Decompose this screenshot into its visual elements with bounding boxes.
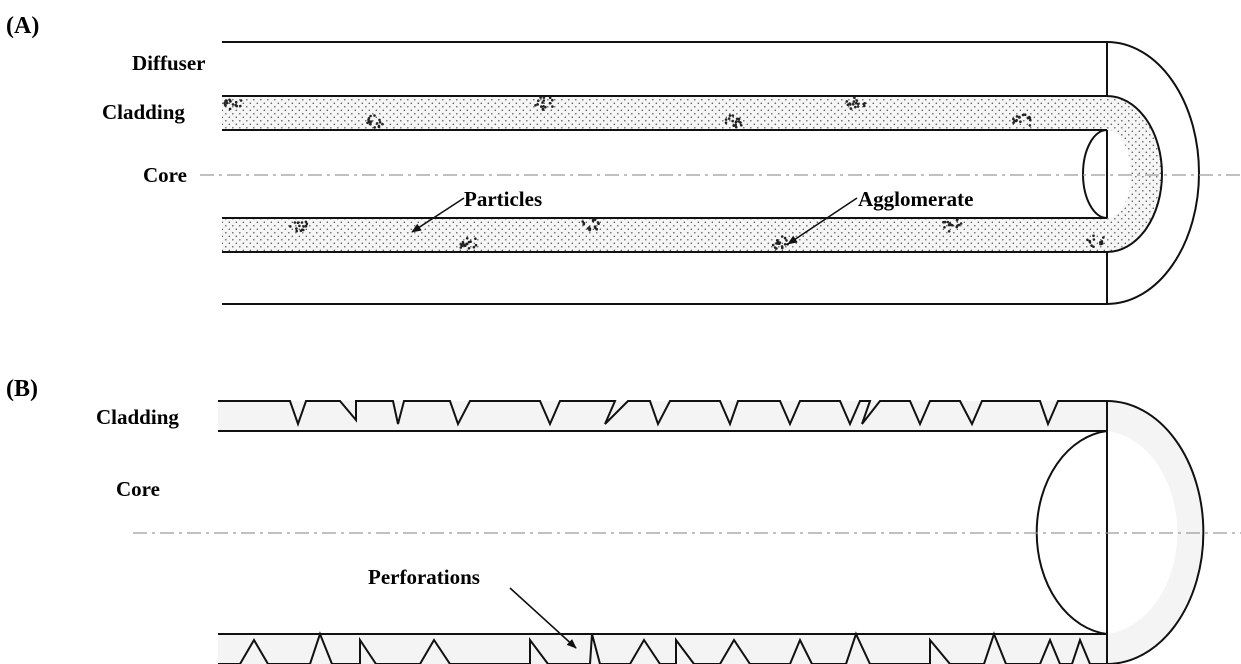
bottom-perforated-edge — [218, 631, 1107, 664]
perforations-arrow — [509, 587, 577, 649]
panel-a-cladding — [222, 95, 1163, 253]
panel-a-cladding-label: Cladding — [102, 100, 185, 124]
panel-a-agglomerates — [223, 96, 1105, 250]
panel-a-core-label: Core — [143, 163, 187, 187]
agglomerate-cluster — [942, 218, 963, 233]
panel-a-tag: (A) — [6, 13, 39, 39]
agglomerate-cluster — [459, 237, 478, 250]
panel-b-cladding-label: Cladding — [96, 405, 179, 429]
agglomerate-cluster — [223, 98, 243, 111]
panel-b-perforations-label: Perforations — [368, 565, 480, 589]
panel-a-agglomerate-label: Agglomerate — [858, 187, 973, 211]
panel-a-particles-label: Particles — [464, 187, 542, 211]
top-perforated-edge — [218, 400, 1107, 428]
agglomerate-arrow — [787, 197, 858, 245]
agglomerate-cluster — [724, 114, 743, 129]
panel-b: (B) Cladding Core Perforations — [6, 376, 1241, 664]
panel-b-core-label: Core — [116, 477, 160, 501]
agglomerate-cluster — [1012, 113, 1032, 127]
agglomerate-cluster — [771, 235, 789, 250]
agglomerate-cluster — [366, 114, 384, 129]
panel-b-tag: (B) — [6, 376, 38, 402]
agglomerate-cluster — [534, 96, 554, 111]
agglomerate-cluster — [1086, 234, 1105, 248]
agglomerate-cluster — [581, 218, 600, 232]
panel-a-diffuser-label: Diffuser — [132, 51, 205, 75]
agglomerate-cluster — [845, 96, 866, 110]
panel-a: (A) Diffuser Cladding Core Partic — [6, 13, 1241, 305]
panel-a-diffuser — [222, 41, 1200, 305]
particles-arrow — [411, 197, 465, 233]
agglomerate-cluster — [289, 220, 309, 233]
